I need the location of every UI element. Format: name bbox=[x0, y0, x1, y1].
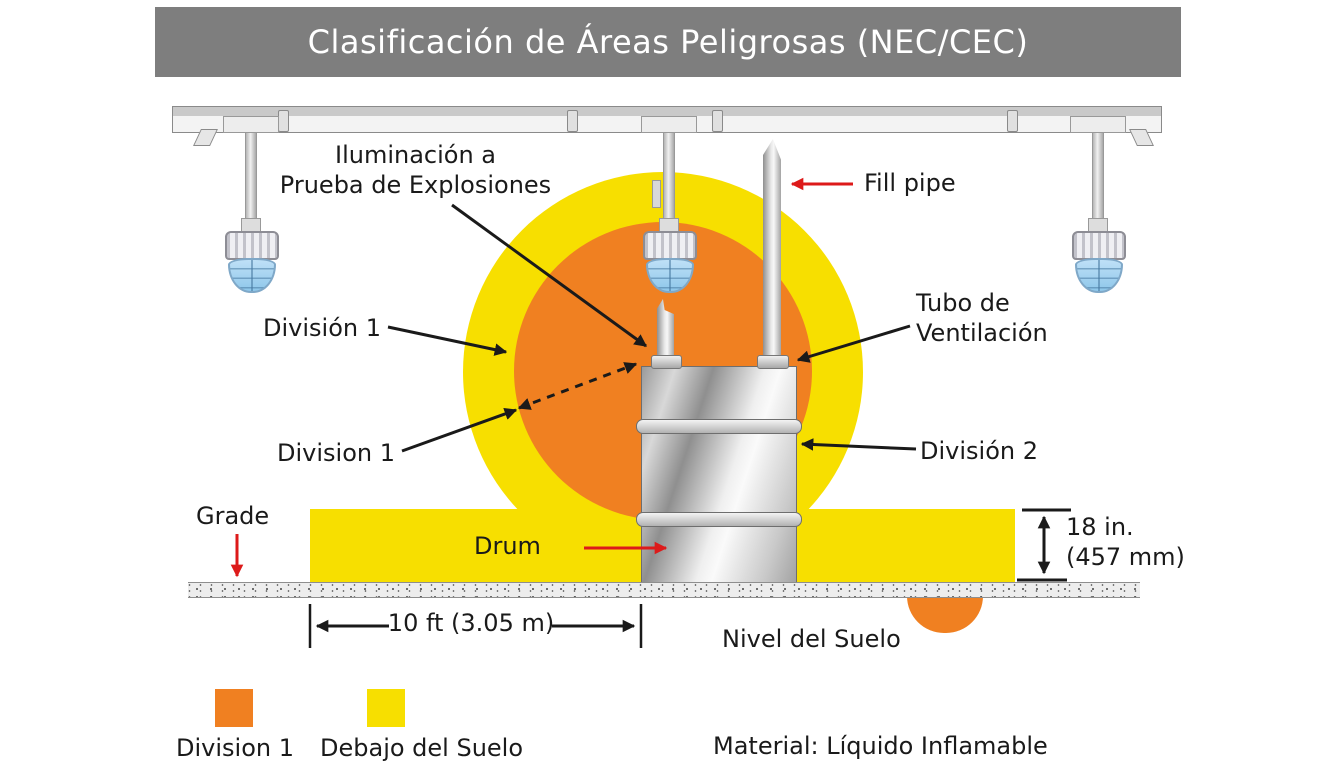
light-mount bbox=[223, 116, 279, 133]
explosion-proof-light bbox=[223, 116, 279, 293]
legend-swatch-division1 bbox=[215, 689, 253, 727]
light-cap-icon bbox=[1072, 231, 1126, 260]
label-grade: Grade bbox=[196, 502, 270, 530]
label-division2: División 2 bbox=[920, 437, 1038, 465]
label-division1-lower: Division 1 bbox=[277, 439, 395, 467]
fill-pipe-flange bbox=[757, 355, 789, 369]
drum-rib bbox=[636, 419, 802, 434]
label-explosion-proof-lighting: Iluminación a Prueba de Explosiones bbox=[279, 141, 552, 199]
label-dimension-10ft: 10 ft (3.05 m) bbox=[387, 609, 555, 637]
light-mount bbox=[1070, 116, 1126, 133]
beam-clip bbox=[712, 110, 723, 132]
light-stem bbox=[1092, 132, 1104, 220]
vent-pipe-flange bbox=[651, 355, 682, 369]
label-dimension-18in: 18 in. (457 mm) bbox=[1066, 513, 1185, 571]
title-bar: Clasificación de Áreas Peligrosas (NEC/C… bbox=[155, 7, 1181, 77]
fill-pipe bbox=[763, 139, 781, 368]
light-cap-icon bbox=[643, 231, 697, 260]
legend-label-below-ground: Debajo del Suelo bbox=[320, 734, 524, 762]
dim-18in-ticks bbox=[1017, 508, 1071, 582]
light-dome-icon bbox=[646, 258, 694, 293]
label-fill-pipe: Fill pipe bbox=[864, 169, 956, 197]
light-dome-icon bbox=[1075, 258, 1123, 293]
light-stem bbox=[245, 132, 257, 220]
drum-rib bbox=[636, 512, 802, 527]
beam-clip bbox=[278, 110, 289, 132]
light-cap-icon bbox=[225, 231, 279, 260]
underground-zone-semicircle bbox=[907, 596, 983, 633]
label-division1-upper: División 1 bbox=[263, 314, 381, 342]
page-title: Clasificación de Áreas Peligrosas (NEC/C… bbox=[307, 23, 1029, 61]
beam-clip bbox=[567, 110, 578, 132]
light-dome-icon bbox=[228, 258, 276, 293]
grade-ground-strip bbox=[188, 582, 1140, 598]
label-vent-tube: Tubo de Ventilación bbox=[916, 289, 1048, 347]
legend-swatch-below-ground bbox=[367, 689, 405, 727]
vent-pipe bbox=[657, 299, 674, 368]
light-bracket bbox=[652, 180, 661, 208]
light-stem bbox=[663, 132, 675, 220]
label-ground-level: Nivel del Suelo bbox=[722, 625, 901, 653]
explosion-proof-light bbox=[1070, 116, 1126, 293]
legend-material: Material: Líquido Inflamable bbox=[713, 732, 1048, 760]
drum bbox=[641, 366, 797, 585]
beam-clip bbox=[1007, 110, 1018, 132]
explosion-proof-light bbox=[641, 116, 697, 293]
legend-label-division1: Division 1 bbox=[176, 734, 294, 762]
label-drum: Drum bbox=[474, 532, 541, 560]
division2-ground-band-right bbox=[795, 509, 1015, 583]
division2-ground-band-left bbox=[310, 509, 643, 583]
light-mount bbox=[641, 116, 697, 133]
